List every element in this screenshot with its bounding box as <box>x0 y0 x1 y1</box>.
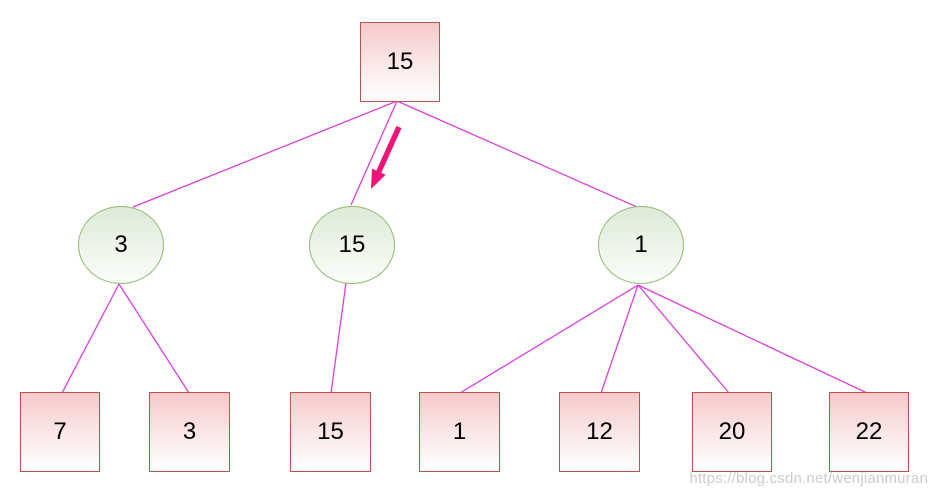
node-label: 20 <box>718 418 746 445</box>
tree-node-s12: 12 <box>559 392 640 472</box>
tree-node-s1: 1 <box>419 392 500 472</box>
edge-c1-s12 <box>600 284 639 394</box>
edge-root-c15 <box>350 100 398 206</box>
node-label: 15 <box>386 48 414 75</box>
tree-node-s3: 3 <box>149 392 230 472</box>
edge-root-c3 <box>132 100 398 208</box>
edge-c15-s15 <box>330 282 347 394</box>
edge-c3-s7 <box>61 283 120 394</box>
node-label: 1 <box>634 231 648 258</box>
edge-c1-s22 <box>637 284 868 394</box>
node-label: 22 <box>855 418 883 445</box>
tree-node-c1: 1 <box>598 206 684 284</box>
node-label: 3 <box>114 231 128 258</box>
edge-c1-s1 <box>459 284 639 394</box>
tree-node-s20: 20 <box>692 392 772 472</box>
edge-c3-s3 <box>118 283 190 394</box>
edge-root-c1 <box>396 100 638 208</box>
tree-node-s15: 15 <box>290 392 371 472</box>
node-label: 3 <box>182 418 197 445</box>
tree-node-c3: 3 <box>78 206 164 284</box>
node-label: 12 <box>586 418 613 445</box>
node-label: 15 <box>317 418 344 445</box>
node-label: 15 <box>338 231 366 258</box>
tree-node-s7: 7 <box>20 392 100 472</box>
node-label: 7 <box>53 418 67 445</box>
highlight-arrow <box>371 125 402 189</box>
tree-node-c15: 15 <box>309 206 395 284</box>
node-label: 1 <box>452 418 467 445</box>
tree-node-root: 15 <box>360 22 440 102</box>
highlight-arrow-shaft <box>375 125 402 175</box>
edge-c1-s20 <box>637 284 730 394</box>
tree-node-s22: 22 <box>829 392 909 472</box>
highlight-arrow-head <box>371 168 386 189</box>
